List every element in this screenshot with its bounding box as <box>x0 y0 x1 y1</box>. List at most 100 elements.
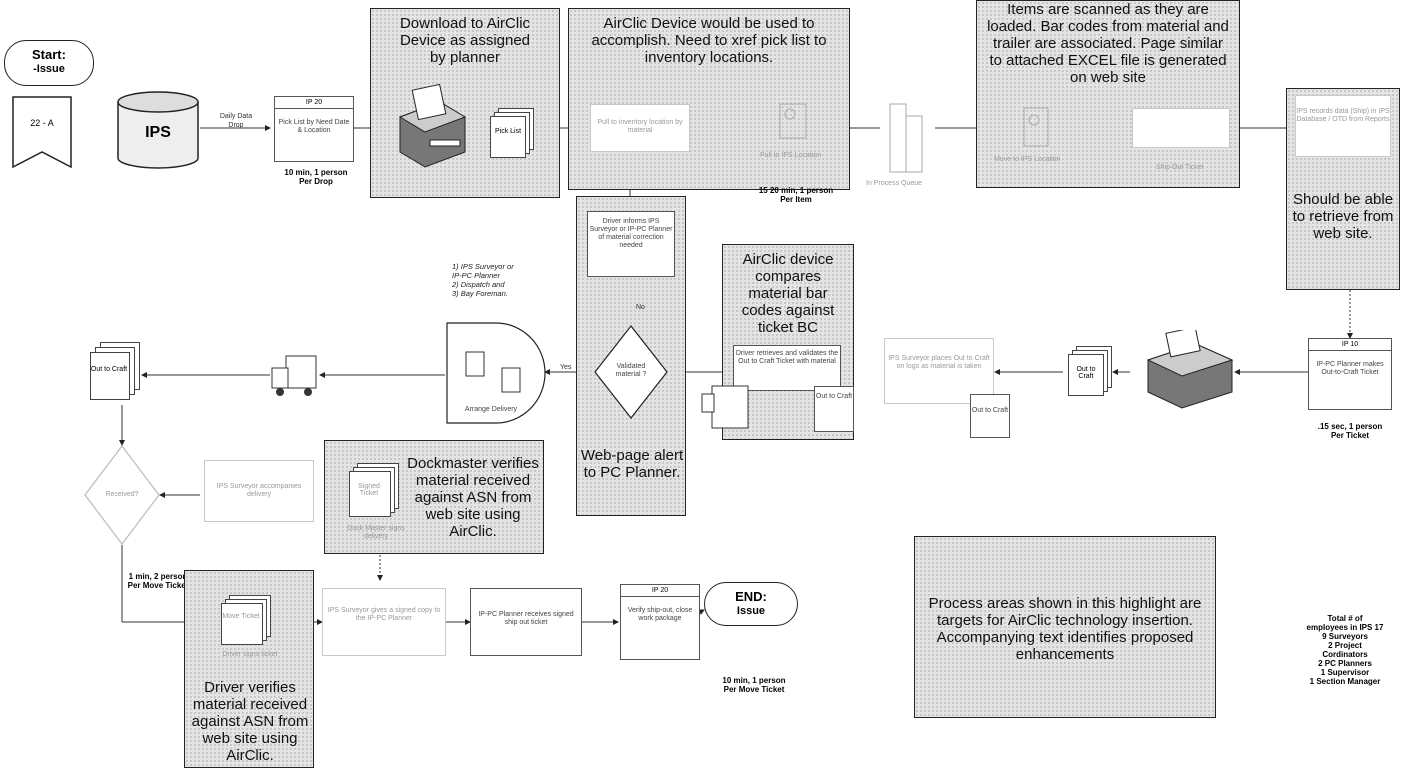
employees-line-8: 1 Section Manager <box>1309 677 1381 686</box>
surveyor-accompanies-text: IPS Surveyor accompanies delivery <box>216 483 302 498</box>
yes-label: Yes <box>560 364 572 371</box>
driver-signs-text: Driver signs ticket <box>222 651 278 658</box>
page-front <box>90 352 130 400</box>
received-text: Received? <box>105 491 139 498</box>
in-process-label: In Process Queue <box>866 180 923 187</box>
ip20-pick-list-box: IP 20 Pick List by Need Date & Location <box>274 96 354 162</box>
note-1min-line2: Per Move Ticket <box>127 581 189 590</box>
move-ticket-stack: Move Ticket <box>221 595 271 651</box>
surveyor-gives-box: IPS Surveyor gives a signed copy to the … <box>322 588 446 656</box>
note-15sec-line1: .15 sec, 1 person <box>1317 422 1383 431</box>
ip10-header: IP 10 <box>1309 339 1391 351</box>
employees-line-1: Total # of <box>1327 614 1363 623</box>
webpage-highlight-box: Driver informs IPS Surveyor or IP-PC Pla… <box>576 196 686 516</box>
retrieve-highlight-box: IPS records data (Ship) in IPS Database … <box>1286 88 1400 290</box>
truck-icon <box>270 352 320 403</box>
arrange-text: Arrange Delivery <box>464 406 518 413</box>
in-process-queue-icon <box>880 98 940 183</box>
legend-highlight-box: Process areas shown in this highlight ar… <box>914 536 1216 718</box>
scan-text: Items are scanned as they are loaded. Ba… <box>987 1 1229 86</box>
database-label: IPS <box>145 124 171 141</box>
scan-highlight-box: Items are scanned as they are loaded. Ba… <box>976 0 1240 188</box>
no-label: No <box>636 304 645 311</box>
out-to-craft-doc-mid: Out to Craft <box>970 394 1010 438</box>
airclic-xref-text: AirClic Device would be used to accompli… <box>591 15 827 66</box>
employees-line-6: 2 PC Planners <box>1318 659 1372 668</box>
end-sublabel: Issue <box>736 605 766 617</box>
pull-task-box: Pull to inventory location by material <box>590 104 690 152</box>
note-10min-move-line2: Per Move Ticket <box>723 685 785 694</box>
signed-ticket-stack: Signed Ticket <box>349 463 399 519</box>
out-to-craft-doc-compare: Out to Craft <box>814 386 854 432</box>
worker-icon <box>770 96 820 151</box>
planner-receives-text: IP-PC Planner receives signed ship out t… <box>478 611 574 626</box>
notify-list: 1) IPS Surveyor or IP-PC Planner 2) Disp… <box>452 262 552 298</box>
compare-text: AirClic device compares material bar cod… <box>741 251 835 336</box>
pull-task-text: Pull to inventory location by material <box>597 119 683 134</box>
start-sublabel: -Issue <box>33 63 65 75</box>
employees-line-2: employees in IPS 17 <box>1306 623 1384 632</box>
move-ticket-label: Move Ticket <box>222 613 260 620</box>
out-to-craft-label-left: Out to Craft <box>90 366 128 373</box>
end-terminator: END: Issue <box>704 582 798 626</box>
driver-verifies-highlight-box: Move Ticket Driver signs ticket Driver v… <box>184 570 314 768</box>
decision-diamond-icon <box>594 325 668 419</box>
driver-inform-text: Driver informs IPS Surveyor or IP-PC Pla… <box>589 218 673 249</box>
printer-right-icon <box>1142 326 1236 415</box>
note-1min: 1 min, 2 person Per Move Ticket <box>106 572 210 590</box>
ship-out-rect <box>1132 108 1230 148</box>
notify-item-1b: IP-PC Planner <box>452 271 500 280</box>
ips-records-box: IPS records data (Ship) in IPS Database … <box>1295 95 1391 157</box>
surveyor-accompanies-box: IPS Surveyor accompanies delivery <box>204 460 314 522</box>
webpage-text: Web-page alert to PC Planner. <box>580 447 684 481</box>
received-diamond: Received? <box>84 445 160 545</box>
note-10min-move-line1: 10 min, 1 person <box>722 676 786 685</box>
note-15-20min: 15 20 min, 1 person Per Item <box>736 186 856 204</box>
page-front <box>221 603 263 645</box>
out-to-craft-stack-left: Out to Craft <box>90 342 142 404</box>
ips-database: IPS <box>116 90 200 170</box>
airclic-xref-highlight-box: AirClic Device would be used to accompli… <box>568 8 850 190</box>
ip20-bottom-body: Verify ship-out, close work package <box>627 607 693 622</box>
employee-count: Total # of employees in IPS 17 9 Surveyo… <box>1280 614 1410 686</box>
database-icon <box>117 91 199 169</box>
signed-ticket-label: Signed Ticket <box>358 483 380 497</box>
dockmaster-highlight-box: Dockmaster verifies material received ag… <box>324 440 544 554</box>
note-15sec-line2: Per Ticket <box>1330 431 1370 440</box>
end-label: END: <box>735 589 767 604</box>
note-15-20-line2: Per Item <box>780 195 812 204</box>
note-10min-move: 10 min, 1 person Per Move Ticket <box>704 676 804 694</box>
surveyor-gives-text: IPS Surveyor gives a signed copy to the … <box>327 607 441 622</box>
note-10min-drop-line1: 10 min, 1 person <box>284 168 348 177</box>
driver-retrieves-text: Driver retrieves and validates the Out t… <box>735 350 839 365</box>
pick-list-document: Pick List <box>490 108 536 158</box>
edi-label: Daily Data Drop <box>219 113 253 129</box>
out-to-craft-label-compare: Out to Craft <box>815 393 853 400</box>
ip10-box: IP 10 IP-PC Planner makes Out-to-Craft T… <box>1308 338 1392 410</box>
ip20-bottom-box: IP 20 Verify ship-out, close work packag… <box>620 584 700 660</box>
legend-text: Process areas shown in this highlight ar… <box>928 595 1202 663</box>
employees-line-3: 9 Surveyors <box>1322 632 1368 641</box>
notify-item-1: 1) IPS Surveyor or <box>452 262 514 271</box>
ip20-bottom-header: IP 20 <box>621 585 699 597</box>
notify-item-2: 2) Dispatch and <box>452 280 505 289</box>
validated-diamond: Validated material ? <box>594 325 668 419</box>
page-front <box>1068 354 1104 396</box>
download-text: Download to AirClic Device as assigned b… <box>399 15 531 66</box>
employees-line-7: 1 Supervisor <box>1320 668 1370 677</box>
surveyor-places-text: IPS Surveyor places Out to Craft on logs… <box>888 355 990 370</box>
decision-diamond-left-icon <box>84 445 160 545</box>
ips-records-text: IPS records data (Ship) in IPS Database … <box>1296 108 1390 123</box>
pick-list-label: Pick List <box>494 128 522 135</box>
driver-inform-box: Driver informs IPS Surveyor or IP-PC Pla… <box>587 211 675 277</box>
validated-text: Validated material ? <box>615 363 647 378</box>
scanner-device-icon <box>700 380 756 437</box>
page-front <box>349 471 391 517</box>
start-label: Start: <box>32 47 66 62</box>
move-ips-label: Move to IPS Location <box>994 156 1061 163</box>
surveyor-places-box: IPS Surveyor places Out to Craft on logs… <box>884 338 994 404</box>
ip20-body: Pick List by Need Date & Location <box>278 119 350 134</box>
tag-label: 22 - A <box>30 118 54 128</box>
start-terminator: Start: -Issue <box>4 40 94 86</box>
ip10-body: IP-PC Planner makes Out-to-Craft Ticket <box>1316 361 1384 376</box>
